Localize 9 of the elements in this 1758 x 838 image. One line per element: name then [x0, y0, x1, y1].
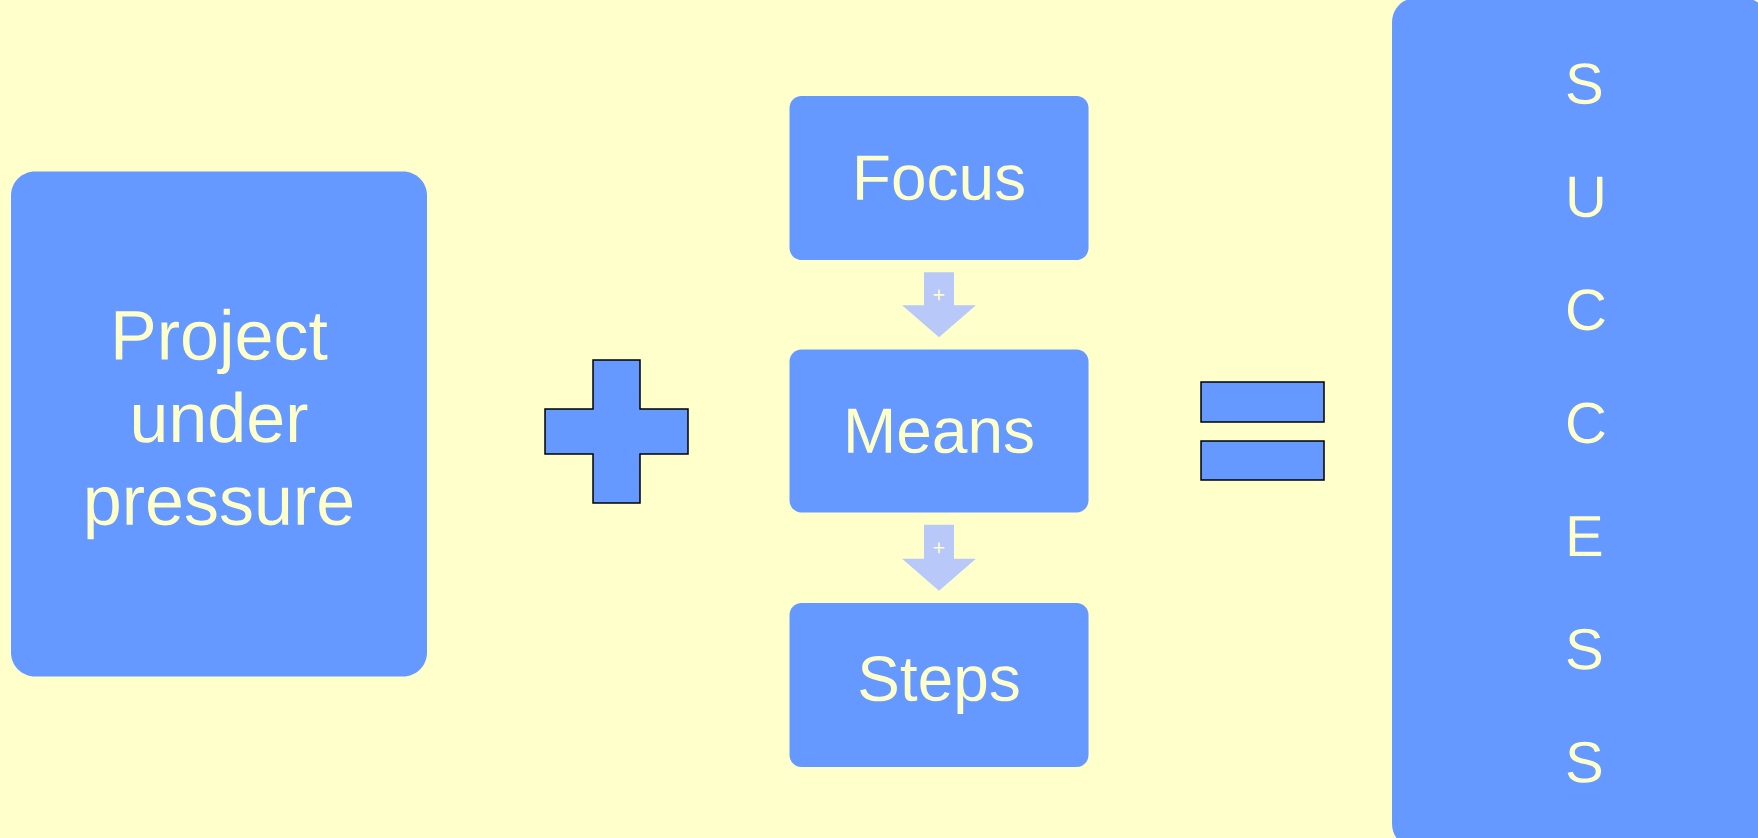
edge-label: +: [933, 542, 945, 554]
plus-sign: [544, 359, 689, 504]
edge-label: +: [933, 289, 945, 301]
process-box: Steps: [789, 603, 1089, 767]
process-box: Project under pressure: [11, 171, 427, 677]
success-box: S U C C E S S: [1392, 0, 1758, 838]
process-box: Focus: [789, 96, 1089, 260]
process-box: Means: [789, 349, 1089, 513]
equals-sign: [1200, 381, 1325, 481]
